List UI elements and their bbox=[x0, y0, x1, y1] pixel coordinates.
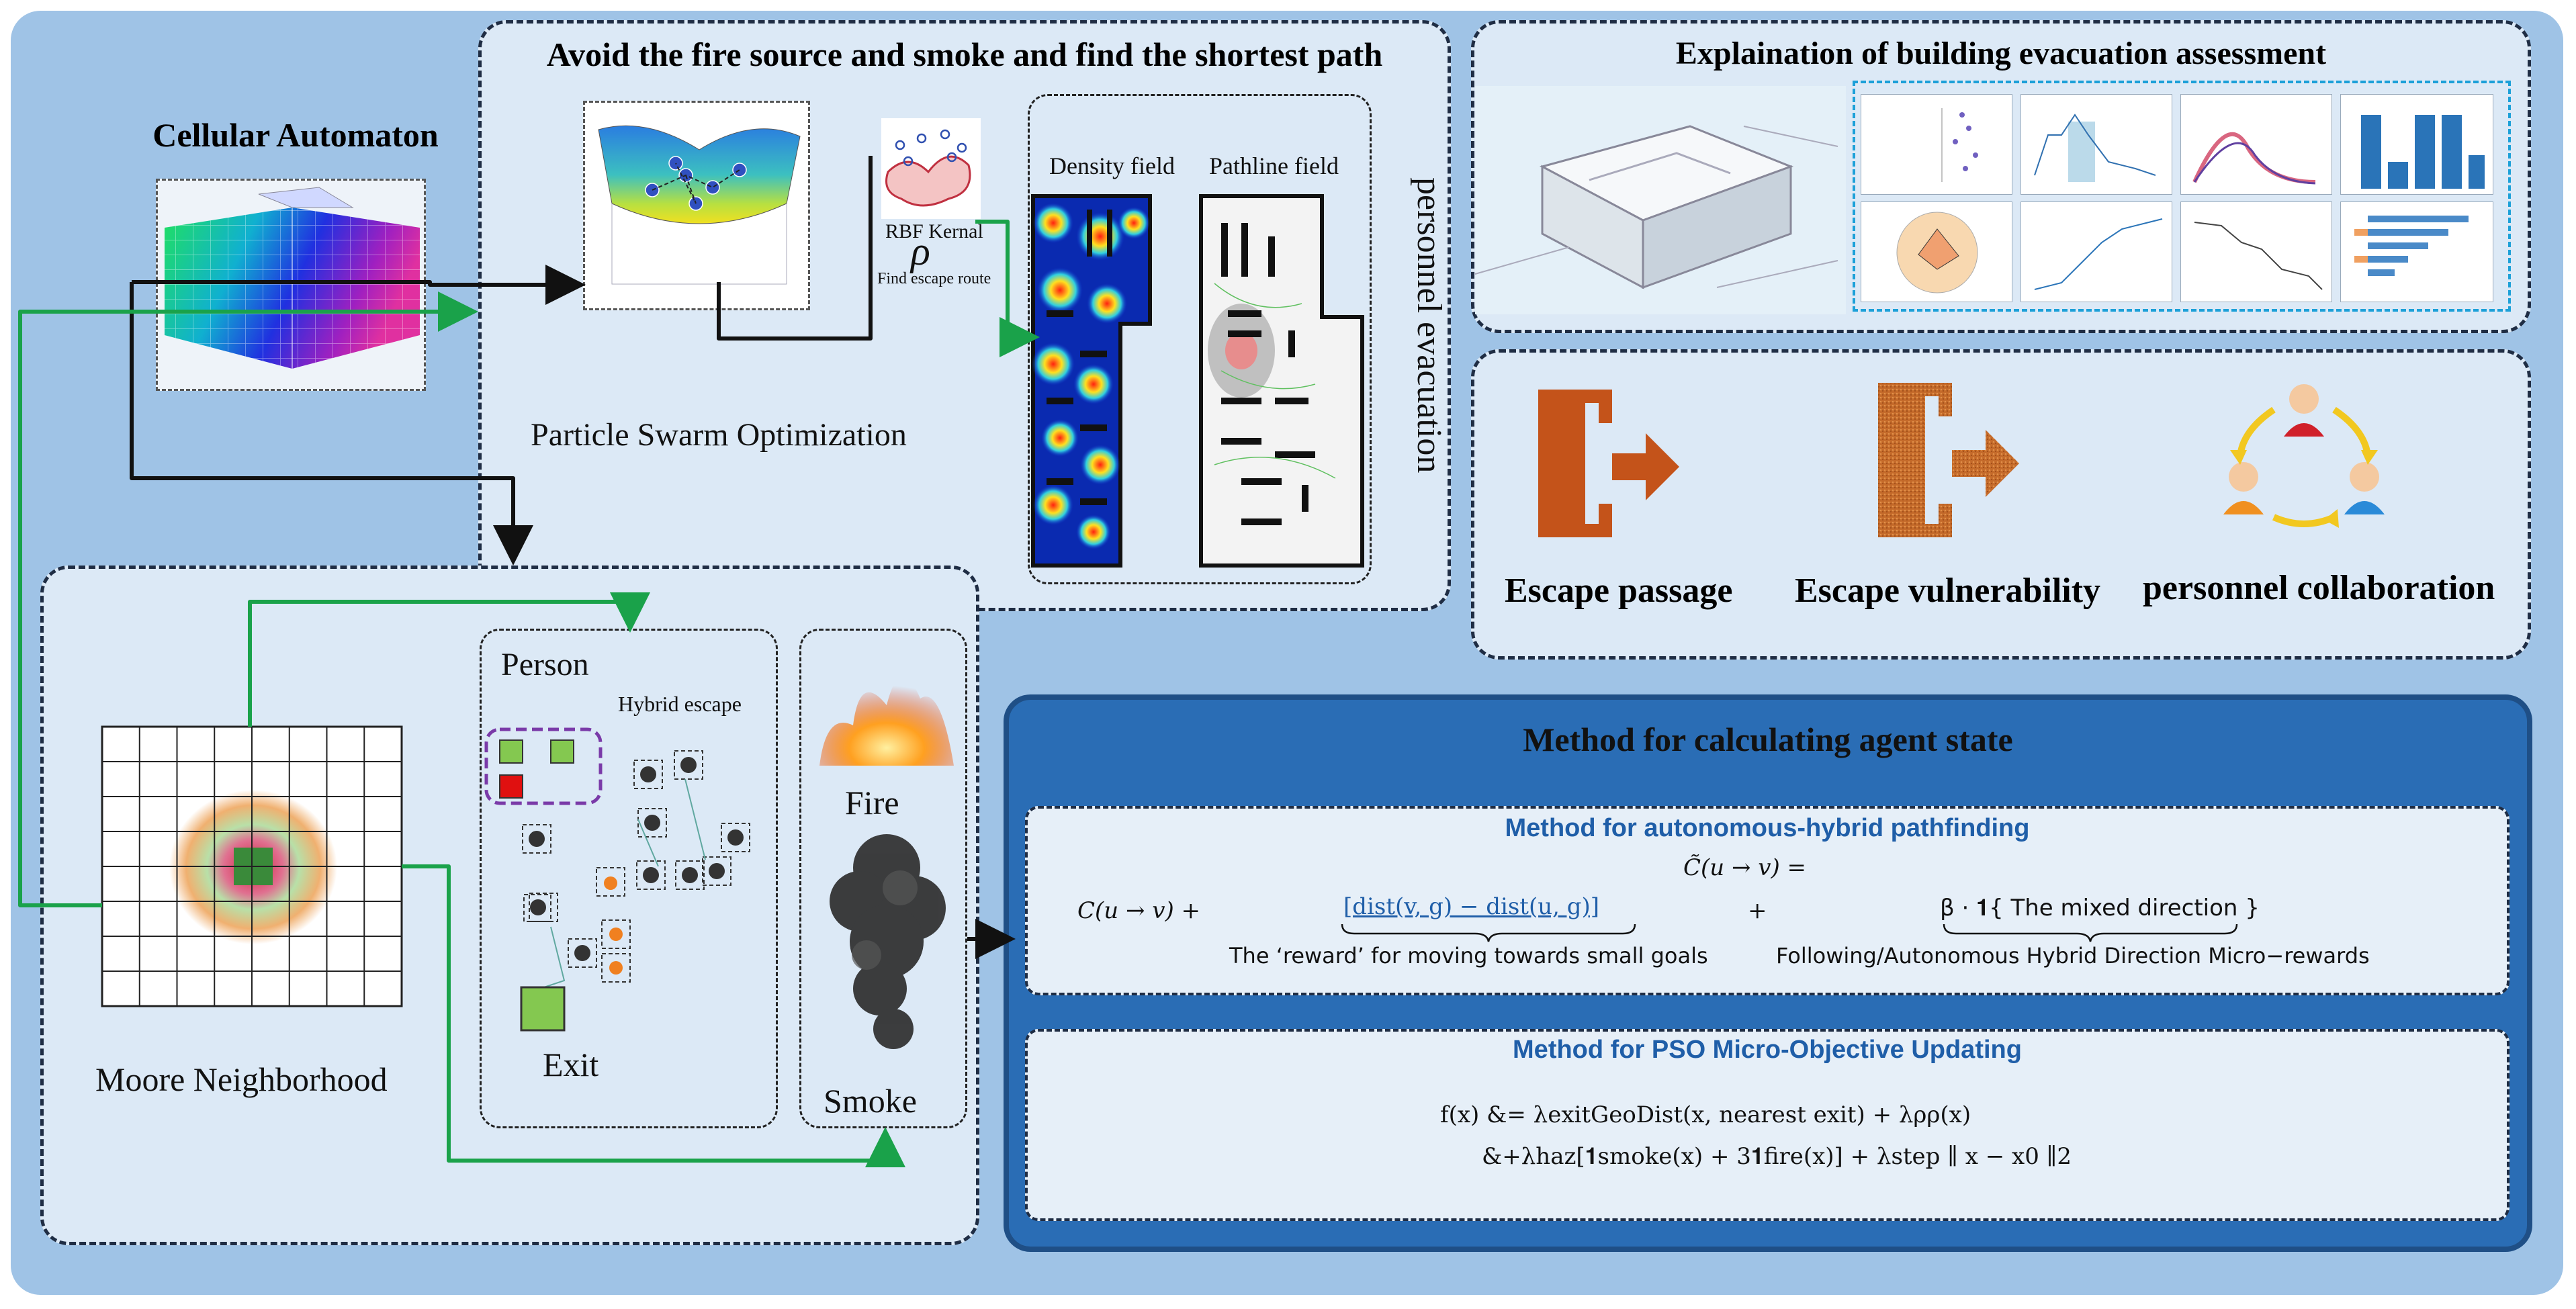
assessment-title: Explaination of building evacuation asse… bbox=[1675, 36, 2327, 71]
pso-formula-line2: &+λhaz[𝟏smoke(x) + 3𝟏fire(x)] + λstep ∥ … bbox=[1482, 1143, 2072, 1170]
ca-title: Cellular Automaton bbox=[152, 116, 439, 154]
pso-panel-title: Avoid the fire source and smoke and find… bbox=[546, 36, 1383, 73]
pathline-field-map bbox=[1199, 194, 1364, 568]
chart-thumb-7 bbox=[2180, 201, 2332, 302]
chart-thumb-8 bbox=[2340, 201, 2493, 302]
chart-thumb-4 bbox=[2340, 94, 2493, 195]
chart-thumb-6 bbox=[2020, 201, 2172, 302]
rho-symbol: ρ bbox=[911, 229, 930, 273]
hybrid-escape-label: Hybrid escape bbox=[618, 692, 742, 716]
method-title: Method for calculating agent state bbox=[1523, 721, 2013, 758]
exit-label: Exit bbox=[543, 1046, 599, 1083]
chart-thumb-5 bbox=[1861, 201, 2012, 302]
fire-label: Fire bbox=[845, 784, 899, 821]
building-render-image bbox=[1474, 86, 1846, 314]
door-exit-icon bbox=[1531, 383, 1679, 544]
pso-surface-plot bbox=[583, 101, 810, 310]
rbf-label: RBF Kernal bbox=[885, 220, 983, 242]
pathline-field-label: Pathline field bbox=[1209, 152, 1339, 179]
vulnerability-door-icon bbox=[1871, 376, 2019, 544]
formula-c-tilde: C̃(u → v) = bbox=[1683, 854, 1807, 881]
pso-formula-line1: f(x) &= λexitGeoDist(x, nearest exit) + … bbox=[1440, 1101, 1971, 1128]
formula-c-term: C(u → v) + bbox=[1077, 897, 1201, 924]
smoke-label: Smoke bbox=[824, 1082, 917, 1120]
charts-collage bbox=[1853, 81, 2511, 312]
formula-plus: + bbox=[1748, 897, 1767, 924]
density-field-label: Density field bbox=[1049, 152, 1175, 179]
formula-dist-term: [dist(v, g) − dist(u, g)] bbox=[1343, 893, 1600, 920]
underbrace-reward bbox=[1341, 923, 1636, 942]
pathfinding-title: Method for autonomous-hybrid pathfinding bbox=[1505, 814, 2030, 842]
chart-thumb-3 bbox=[2180, 94, 2332, 195]
fire-image bbox=[813, 645, 961, 772]
hybrid-escape-diagram bbox=[484, 725, 766, 1048]
formula-beta-term: β · 𝟏{ The mixed direction } bbox=[1940, 895, 2260, 921]
pso-update-title: Method for PSO Micro-Objective Updating bbox=[1513, 1036, 2022, 1064]
caption-follow: Following/Autonomous Hybrid Direction Mi… bbox=[1776, 943, 2370, 968]
moore-grid bbox=[101, 725, 403, 1007]
density-field-map bbox=[1031, 194, 1152, 568]
rbf-kernel-image bbox=[881, 118, 981, 219]
caption-reward: The ‘reward’ for moving towards small go… bbox=[1229, 943, 1708, 968]
ca-cube-image bbox=[156, 179, 426, 391]
escape-passage-label: Escape passage bbox=[1505, 572, 1733, 610]
personnel-collaboration-label: personnel collaboration bbox=[2143, 569, 2495, 607]
person-label: Person bbox=[501, 647, 589, 682]
chart-thumb-1 bbox=[1861, 94, 2012, 195]
pso-label: Particle Swarm Optimization bbox=[531, 417, 907, 453]
moore-label: Moore Neighborhood bbox=[95, 1060, 388, 1098]
pso-update-box: Method for PSO Micro-Objective Updating … bbox=[1025, 1029, 2510, 1221]
collaboration-people-icon bbox=[2217, 376, 2391, 551]
find-route-label: Find escape route bbox=[877, 270, 991, 287]
smoke-image bbox=[819, 827, 954, 1063]
chart-thumb-2 bbox=[2020, 94, 2172, 195]
personnel-evacuation-label: personnel evacuation bbox=[1410, 177, 1448, 473]
escape-vulnerability-label: Escape vulnerability bbox=[1795, 572, 2101, 610]
pathfinding-box: Method for autonomous-hybrid pathfinding… bbox=[1025, 806, 2510, 995]
underbrace-follow bbox=[1943, 923, 2238, 942]
